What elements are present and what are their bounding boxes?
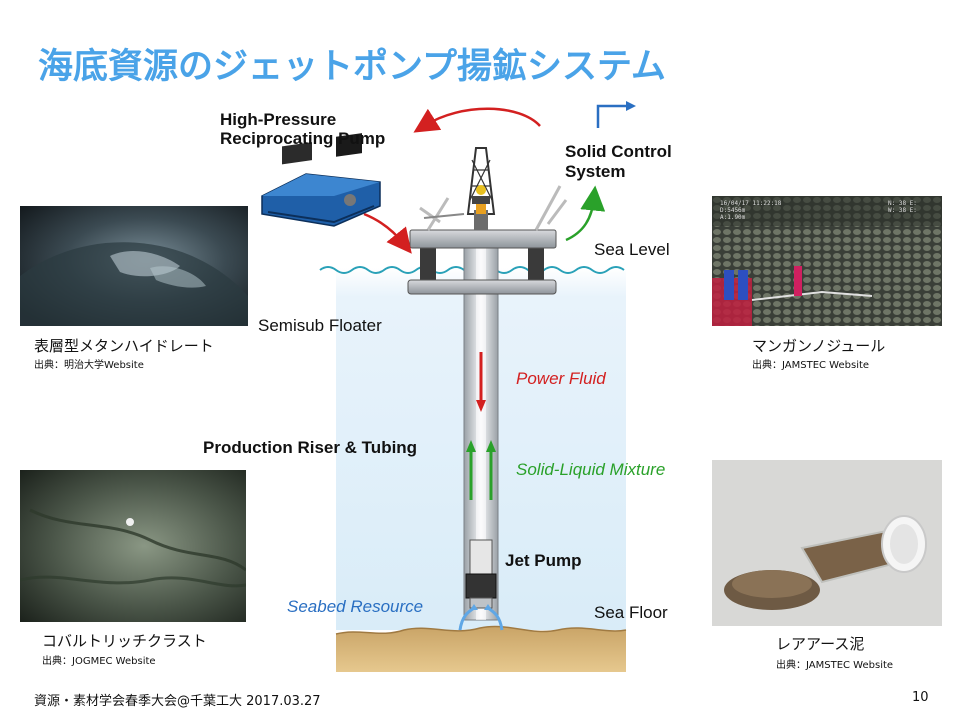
platform-deck	[409, 229, 557, 249]
nodule-photo-heading: N: 38 E: W: 38 E:	[888, 200, 917, 214]
footer-text: 資源・素材学会春季大会@千葉工大 2017.03.27	[34, 694, 321, 709]
seabed-resource-label: Seabed Resource	[287, 597, 424, 616]
sea-floor-sediment	[336, 626, 626, 672]
solid-control-line1: Solid Control	[565, 142, 672, 161]
nodule-caption: マンガンノジュール	[752, 337, 886, 355]
pump-to-platform-arrow	[363, 212, 412, 254]
semisub-floater-label: Semisub Floater	[258, 316, 382, 335]
platform-to-control-arrow	[565, 185, 606, 242]
cobalt-crust-photo	[20, 470, 246, 622]
crust-caption: コバルトリッチクラスト	[42, 632, 207, 650]
high-pressure-pump-icon	[261, 133, 381, 227]
solid-control-label: Solid Control System	[565, 142, 672, 182]
nodule-source: 出典：JAMSTEC Website	[752, 360, 870, 371]
riser-label: Production Riser & Tubing	[203, 438, 418, 457]
power-fluid-label: Power Fluid	[516, 369, 606, 388]
pump-label: High-Pressure Reciprocating Pump	[220, 110, 385, 148]
rare-earth-mud-photo	[712, 460, 942, 626]
pontoon	[407, 279, 557, 295]
page-number: 10	[912, 690, 929, 705]
mixture-label: Solid-Liquid Mixture	[516, 460, 666, 479]
manganese-nodule-photo: 16/04/17 11:22:18 D:5456m A:1.90m N: 38 …	[712, 196, 942, 326]
crust-source: 出典：JOGMEC Website	[42, 656, 156, 667]
jet-pump-label: Jet Pump	[505, 551, 582, 570]
nodule-photo-timestamp: 16/04/17 11:22:18 D:5456m A:1.90m	[720, 200, 782, 221]
slide-title: 海底資源のジェットポンプ揚鉱システム	[38, 47, 666, 87]
hydrate-source: 出典：明治大学Website	[34, 360, 144, 371]
sea-level-label: Sea Level	[594, 240, 670, 259]
hydrate-caption: 表層型メタンハイドレート	[34, 337, 214, 355]
return-arrow	[413, 107, 541, 133]
rare-earth-source: 出典：JAMSTEC Website	[776, 660, 894, 671]
discharge-arrow	[596, 104, 628, 128]
methane-hydrate-photo	[20, 206, 248, 326]
rare-earth-caption: レアアース泥	[776, 635, 865, 653]
pump-label-line1: High-Pressure	[220, 110, 337, 129]
sea-floor-label: Sea Floor	[594, 603, 668, 622]
jet-pump-body	[469, 539, 493, 575]
pump-label-line2: Reciprocating Pump	[220, 129, 386, 148]
solid-control-line2: System	[565, 162, 626, 181]
